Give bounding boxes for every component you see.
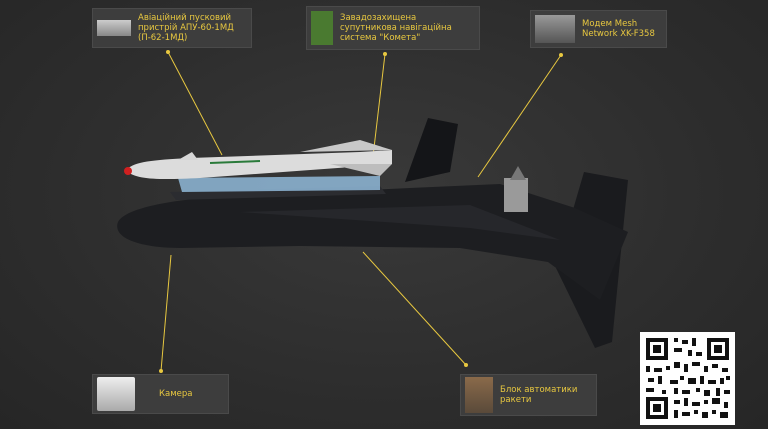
leader-line-launcher	[167, 51, 223, 156]
callout-navigation-label: Завадозахищена супутникова навігаційна с…	[340, 13, 452, 43]
callout-navigation: Завадозахищена супутникова навігаційна с…	[306, 6, 480, 50]
camera-thumbnail	[97, 377, 135, 411]
callout-modem: Модем Mesh Network XK-F358	[530, 10, 667, 48]
qr-code-icon	[640, 332, 735, 425]
leader-line-automation	[362, 251, 467, 366]
missile	[126, 150, 392, 180]
navigation-thumbnail	[311, 11, 333, 45]
automation-thumbnail	[465, 377, 493, 413]
launcher-thumbnail	[97, 20, 131, 36]
callout-camera-label: Камера	[159, 389, 193, 399]
callout-launcher-label: Авіаційний пусковий пристрій АПУ-60-1МД …	[138, 13, 234, 43]
modem-thumbnail	[535, 15, 575, 43]
callout-launcher: Авіаційний пусковий пристрій АПУ-60-1МД …	[92, 8, 252, 48]
modem-antenna	[504, 178, 528, 212]
leader-lines	[160, 51, 562, 372]
upper-fin	[405, 118, 458, 182]
callout-modem-label: Модем Mesh Network XK-F358	[582, 19, 655, 39]
callout-automation: Блок автоматики ракети	[460, 374, 597, 416]
callout-automation-label: Блок автоматики ракети	[500, 385, 578, 405]
leader-line-camera	[160, 254, 172, 372]
leader-line-modem	[477, 54, 562, 178]
callout-camera: Камера	[92, 374, 229, 414]
launcher-rail	[178, 176, 380, 192]
drone-body	[117, 184, 629, 300]
